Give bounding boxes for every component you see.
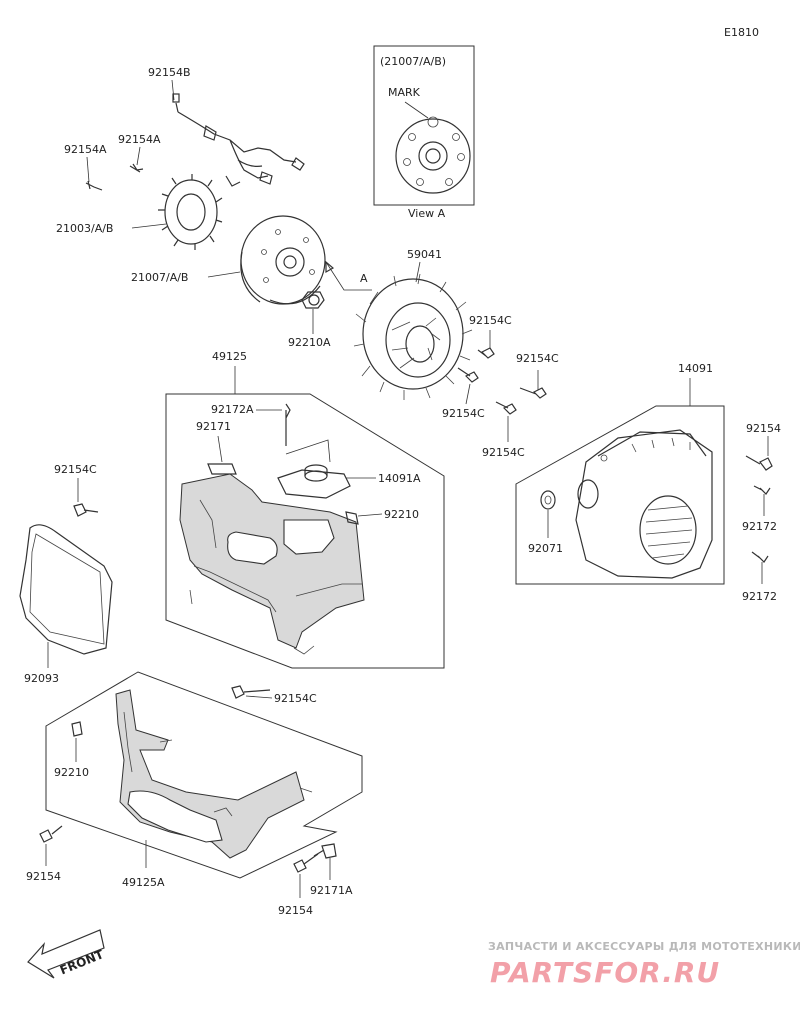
leader-92154A-left (86, 156, 90, 183)
label-92154B: 92154B (148, 66, 191, 79)
lower-cover-frame (45, 671, 363, 879)
leader-92154A-mid (136, 146, 141, 166)
bolt-92154C-1 (477, 347, 495, 359)
stator-assembly (158, 93, 305, 250)
leader-92171 (217, 435, 223, 463)
bolt-92154-right (745, 455, 773, 471)
flywheel-face-view (395, 116, 471, 194)
label-21003: 21003/A/B (56, 222, 113, 235)
fan-cover-frame (515, 405, 725, 585)
view-a-caption: View A (408, 207, 446, 220)
label-92210-mid: 92210 (384, 508, 419, 521)
fan-cover (575, 429, 713, 579)
label-92154C-left: 92154C (54, 463, 97, 476)
label-92172-1: 92172 (742, 520, 777, 533)
leader-92154C-3 (465, 383, 471, 405)
view-a-box: (21007/A/B) MARK View A (373, 45, 475, 220)
label-92171: 92171 (196, 420, 231, 433)
clip-92172-1 (753, 485, 771, 495)
mark-leader (404, 101, 429, 119)
front-label: FRONT (58, 947, 107, 977)
watermark-logo: PARTSFOR.RU (490, 956, 720, 989)
label-92171A: 92171A (310, 884, 353, 897)
view-a-ref: (21007/A/B) (380, 55, 446, 68)
label-92154C-2: 92154C (516, 352, 559, 365)
leader-59041 (415, 261, 421, 283)
label-92154C-4: 92154C (482, 446, 525, 459)
label-92154-low-left: 92154 (26, 870, 61, 883)
label-92172A: 92172A (211, 403, 254, 416)
shroud-frame (165, 393, 445, 669)
label-92154A-left: 92154A (64, 143, 107, 156)
arrow-a-line (325, 261, 372, 291)
label-92071: 92071 (528, 542, 563, 555)
front-arrow: FRONT (27, 929, 107, 979)
label-92154C-1: 92154C (469, 314, 512, 327)
label-92093: 92093 (24, 672, 59, 685)
label-14091: 14091 (678, 362, 713, 375)
cooling-fan (353, 273, 473, 400)
label-59041: 59041 (407, 248, 442, 261)
view-a-frame (373, 45, 475, 206)
leader-14091A-bracket (285, 439, 331, 463)
bolt-92154-low-mid (293, 853, 319, 873)
nut-92210-mid (345, 511, 359, 525)
label-92154A-mid: 92154A (118, 133, 161, 146)
diagram-id: E1810 (724, 26, 759, 39)
label-92154-right: 92154 (746, 422, 781, 435)
bolt-92154C-2 (519, 387, 547, 399)
label-49125A: 49125A (122, 876, 165, 889)
leader-92210-mid (357, 513, 383, 517)
label-92154C-3: 92154C (442, 407, 485, 420)
label-92210-low: 92210 (54, 766, 89, 779)
label-21007: 21007/A/B (131, 271, 188, 284)
screw-92154A-left (85, 180, 103, 191)
screw-92154A-mid (129, 163, 144, 173)
clip-92171 (207, 463, 237, 475)
bolt-92154C-3 (457, 367, 479, 383)
screw-92172A (285, 403, 291, 446)
view-a-mark-label: MARK (388, 86, 421, 99)
clip-92171A (313, 843, 337, 859)
label-92210A: 92210A (288, 336, 331, 349)
washer-92071 (540, 490, 556, 510)
bolt-92154C-bottom (231, 685, 271, 699)
arrow-a-label: A (360, 272, 368, 285)
leader-92154B (171, 79, 175, 101)
label-92172-2: 92172 (742, 590, 777, 603)
leader-92154C-bottom (245, 695, 273, 699)
clip-92172-2 (751, 551, 769, 563)
flywheel-rotor (240, 215, 326, 305)
leader-21007 (207, 271, 241, 278)
shroud-49125 (179, 473, 365, 655)
nut-92210-low (71, 721, 83, 737)
arrow-a-head (325, 260, 335, 274)
label-92154-low-mid: 92154 (278, 904, 313, 917)
cover-plate-14091A (277, 464, 351, 499)
watermark-tagline: ЗАПЧАСТИ И АКСЕССУАРЫ ДЛЯ МОТОТЕХНИКИ (488, 940, 800, 953)
gasket-92093 (19, 524, 113, 655)
bolt-92154C-left (73, 503, 99, 517)
bolt-92154C-4 (495, 401, 517, 415)
lower-cover-49125A (115, 689, 313, 859)
bolt-92154-low-left (39, 825, 63, 843)
leader-21003 (131, 223, 167, 229)
nut-92210A (301, 291, 325, 309)
label-49125: 49125 (212, 350, 247, 363)
label-14091A: 14091A (378, 472, 421, 485)
label-92154C-bottom: 92154C (274, 692, 317, 705)
